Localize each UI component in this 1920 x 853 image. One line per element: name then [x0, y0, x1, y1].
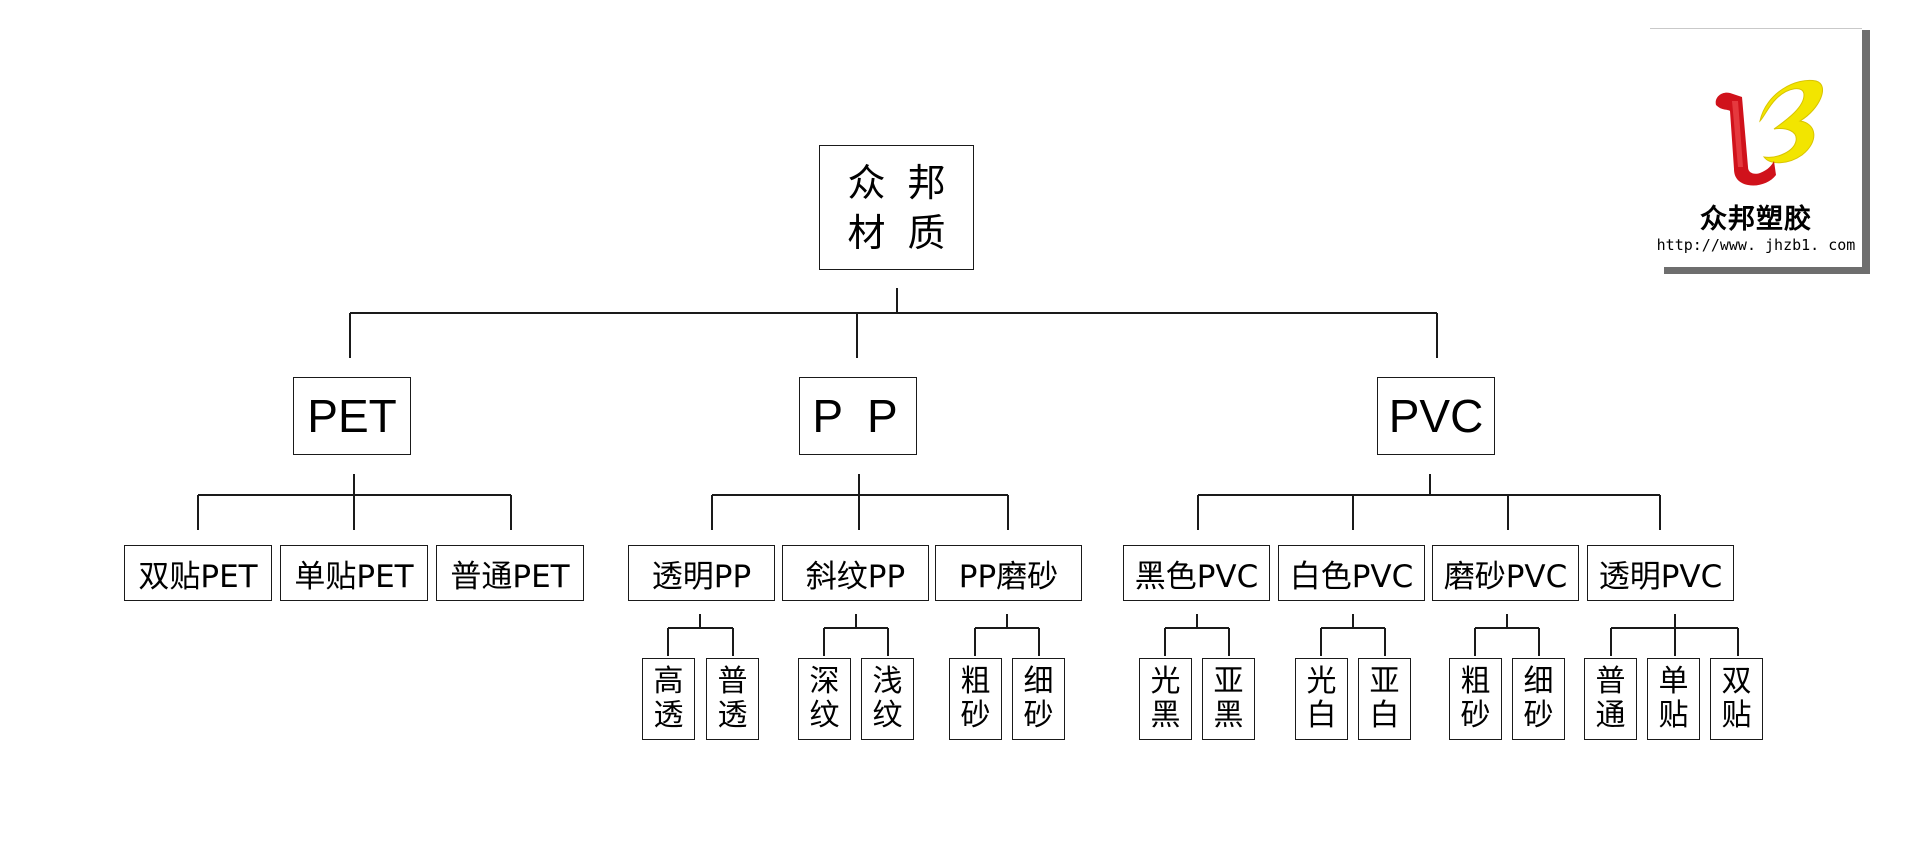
leaf-label: 细砂: [1023, 664, 1054, 733]
subtype-label: 透明PVC: [1598, 558, 1723, 595]
category-node-pvc: PVC: [1377, 377, 1495, 455]
leaf-node: 光黑: [1139, 658, 1192, 740]
subtype-node: 黑色PVC: [1123, 545, 1270, 601]
leaf-node: 光白: [1295, 658, 1348, 740]
subtype-label: 斜纹PP: [805, 558, 906, 595]
connector-pvc-frosted: [1474, 614, 1540, 656]
connector-pet: [197, 474, 512, 530]
leaf-node: 双贴: [1710, 658, 1763, 740]
logo-red-l: [1715, 92, 1776, 186]
leaf-node: 亚黑: [1202, 658, 1255, 740]
subtype-node: 透明PVC: [1587, 545, 1734, 601]
leaf-node: 普透: [706, 658, 759, 740]
company-url: http://www. jhzb1. com: [1656, 236, 1856, 254]
root-char: 众: [847, 160, 886, 205]
leaf-label: 浅纹: [872, 664, 903, 733]
subtype-node: 双贴PET: [124, 545, 272, 601]
root-char: 邦: [907, 160, 946, 205]
leaf-label: 细砂: [1523, 664, 1554, 733]
leaf-node: 普通: [1584, 658, 1637, 740]
leaf-label: 高透: [653, 664, 684, 733]
connector-pvc-transparent: [1610, 614, 1739, 656]
leaf-label: 光白: [1306, 664, 1337, 733]
subtype-node: 单贴PET: [280, 545, 428, 601]
leaf-label: 普通: [1595, 664, 1626, 733]
connector-root: [349, 288, 1438, 358]
subtype-node: 普通PET: [436, 545, 584, 601]
subtype-node: 斜纹PP: [782, 545, 929, 601]
category-label: P P: [812, 390, 904, 442]
logo-yellow-swoosh: [1759, 79, 1823, 164]
connector-pvc-black: [1164, 614, 1230, 656]
leaf-node: 单贴: [1647, 658, 1700, 740]
connector-pp-twill: [823, 614, 889, 656]
leaf-label: 亚白: [1369, 664, 1400, 733]
leaf-label: 双贴: [1721, 664, 1752, 733]
category-label: PET: [307, 390, 397, 442]
leaf-node: 高透: [642, 658, 695, 740]
leaf-label: 粗砂: [960, 664, 991, 733]
subtype-label: 透明PP: [651, 558, 752, 595]
connector-pp-transparent: [667, 614, 734, 656]
leaf-label: 深纹: [809, 664, 840, 733]
category-node-pp: P P: [799, 377, 917, 455]
leaf-node: 浅纹: [861, 658, 914, 740]
logo-card-panel: 众邦塑胶 http://www. jhzb1. com: [1650, 28, 1862, 267]
connector-pvc-white: [1320, 614, 1386, 656]
subtype-node: 透明PP: [628, 545, 775, 601]
subtype-label: 黑色PVC: [1134, 558, 1259, 595]
leaf-node: 粗砂: [949, 658, 1002, 740]
leaf-node: 亚白: [1358, 658, 1411, 740]
connector-pp: [711, 474, 1009, 530]
subtype-label: 单贴PET: [294, 558, 414, 595]
subtype-label: 磨砂PVC: [1443, 558, 1568, 595]
leaf-label: 普透: [717, 664, 748, 733]
leaf-node: 粗砂: [1449, 658, 1502, 740]
leaf-node: 深纹: [798, 658, 851, 740]
subtype-label: PP磨砂: [958, 558, 1059, 595]
company-logo-card: 众邦塑胶 http://www. jhzb1. com: [1650, 28, 1870, 274]
subtype-label: 白色PVC: [1289, 558, 1414, 595]
root-node: 众 邦 材 质: [819, 145, 974, 270]
leaf-node: 细砂: [1012, 658, 1065, 740]
subtype-node: 白色PVC: [1278, 545, 1425, 601]
root-char: 材: [847, 210, 886, 255]
leaf-label: 粗砂: [1460, 664, 1491, 733]
category-node-pet: PET: [293, 377, 411, 455]
category-label: PVC: [1388, 390, 1484, 442]
leaf-label: 单贴: [1658, 664, 1689, 733]
connector-pvc: [1197, 474, 1661, 530]
leaf-node: 细砂: [1512, 658, 1565, 740]
leaf-label: 亚黑: [1213, 664, 1244, 733]
subtype-label: 双贴PET: [138, 558, 258, 595]
leaf-label: 光黑: [1150, 664, 1181, 733]
company-name: 众邦塑胶: [1700, 204, 1812, 235]
connector-pp-frosted: [974, 614, 1040, 656]
subtype-node: 磨砂PVC: [1432, 545, 1579, 601]
logo-mark-icon: [1715, 79, 1823, 186]
subtype-label: 普通PET: [450, 558, 570, 595]
root-char: 质: [907, 210, 946, 255]
subtype-node: PP磨砂: [935, 545, 1082, 601]
